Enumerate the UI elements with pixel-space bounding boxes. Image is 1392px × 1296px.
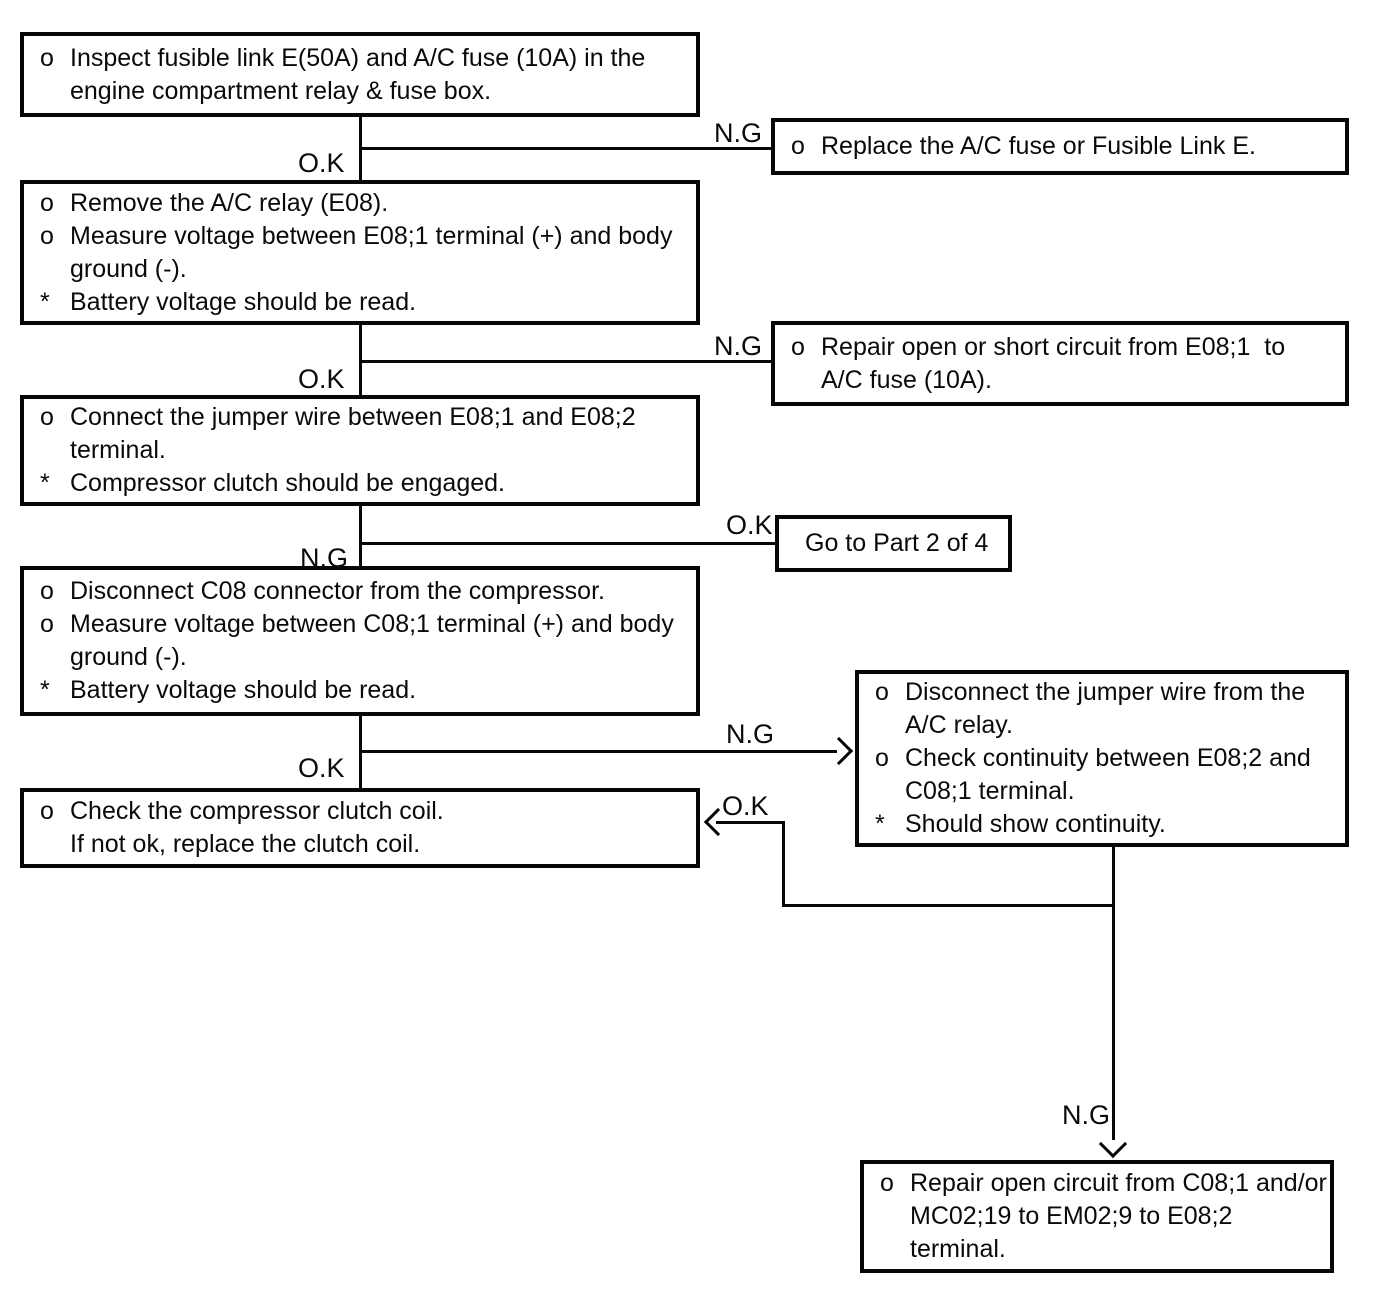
bullet: o [40,188,54,217]
step-text: Compressor clutch should be engaged. [70,469,505,497]
step-line: o Repair open or short circuit from E08;… [791,331,1341,397]
step-line: o Check the compressor clutch coil. If n… [40,795,692,861]
step-line: * Should show continuity. [875,808,1341,841]
label-ok-4: O.K [298,753,345,783]
step-line: o Replace the A/C fuse or Fusible Link E… [791,130,1341,163]
label-ng-3: N.G [300,543,349,573]
label-ng-2: N.G [714,331,763,361]
action-box-repair-e08-fuse: o Repair open or short circuit from E08;… [771,321,1349,406]
label-ok-3: O.K [726,510,773,540]
step-line: o Check continuity between E08;2 and C08… [875,742,1341,808]
connector-v3 [359,506,362,566]
step-text: Repair open or short circuit from E08;1 … [821,332,1286,394]
step-line: o Measure voltage between E08;1 terminal… [40,220,692,286]
bullet: * [40,287,50,316]
step-line: o Disconnect the jumper wire from the A/… [875,676,1341,742]
step-line: o Measure voltage between C08;1 terminal… [40,608,692,674]
connector-h6-ok [716,821,785,824]
step-text: Remove the A/C relay (E08). [70,188,389,217]
step-box-inspect-fuse: o Inspect fusible link E(50A) and A/C fu… [20,32,700,117]
bullet: o [40,797,54,825]
bullet: o [791,132,805,160]
step-text: Should show continuity. [905,810,1166,838]
connector-h2-ng [359,360,771,363]
step-box-remove-relay: o Remove the A/C relay (E08). o Measure … [20,180,700,325]
step-text: Check the compressor clutch coil. If not… [70,797,444,858]
action-box-replace-fuse: o Replace the A/C fuse or Fusible Link E… [771,118,1349,175]
bullet: * [40,469,50,497]
connector-h5-ok [782,904,1115,907]
step-text: Go to Part 2 of 4 [805,529,989,557]
bullet: o [40,610,54,638]
label-ok-2: O.K [298,364,345,394]
step-text: Replace the A/C fuse or Fusible Link E. [821,132,1256,160]
step-line: * Battery voltage should be read. [40,674,692,707]
step-line: o Disconnect C08 connector from the comp… [40,575,692,608]
connector-h4-ng [359,750,837,753]
step-text: Check continuity between E08;2 and C08;1… [905,744,1311,805]
connector-v6-ok [782,821,785,907]
step-text: Repair open circuit from C08;1 and/or MC… [910,1169,1327,1263]
step-box-disconnect-c08: o Disconnect C08 connector from the comp… [20,566,700,716]
step-text: Disconnect C08 connector from the compre… [70,577,605,605]
action-box-goto-part2: Go to Part 2 of 4 [775,515,1012,572]
connector-h3-ok [359,542,776,545]
bullet: o [40,43,54,72]
bullet: o [875,678,889,706]
label-ng-5: N.G [1062,1100,1111,1130]
step-text: Disconnect the jumper wire from the A/C … [905,678,1306,739]
connector-h1-ng [359,147,771,150]
step-line: * Battery voltage should be read. [40,286,692,319]
bullet: * [40,676,50,704]
step-line: * Compressor clutch should be engaged. [40,467,692,500]
bullet: o [40,221,54,250]
step-text: Measure voltage between C08;1 terminal (… [70,610,674,671]
step-line: o Inspect fusible link E(50A) and A/C fu… [40,42,692,108]
step-text: Battery voltage should be read. [70,676,417,704]
bullet: o [40,403,54,431]
step-box-jumper-wire: o Connect the jumper wire between E08;1 … [20,395,700,506]
bullet: o [40,577,54,605]
action-box-repair-open-circuit: o Repair open circuit from C08;1 and/or … [860,1160,1334,1273]
arrowhead-down-icon [1098,1129,1128,1159]
step-box-check-continuity: o Disconnect the jumper wire from the A/… [855,670,1349,847]
step-text: Battery voltage should be read. [70,287,417,316]
step-box-check-clutch-coil: o Check the compressor clutch coil. If n… [20,788,700,868]
step-text: Inspect fusible link E(50A) and A/C fuse… [70,43,646,105]
label-ok-1: O.K [298,148,345,178]
bullet: o [791,332,805,361]
step-line: Go to Part 2 of 4 [805,527,1004,560]
bullet: o [880,1169,894,1197]
label-ng-1: N.G [714,118,763,148]
step-line: o Repair open circuit from C08;1 and/or … [880,1167,1327,1266]
step-line: o Connect the jumper wire between E08;1 … [40,401,692,467]
connector-v5-ng [1112,845,1115,1140]
label-ng-4: N.G [726,719,775,749]
step-text: Measure voltage between E08;1 terminal (… [70,221,673,283]
step-line: o Remove the A/C relay (E08). [40,187,692,220]
label-ok-5: O.K [722,791,769,821]
arrowhead-right-icon [824,736,854,766]
step-text: Connect the jumper wire between E08;1 an… [70,403,636,464]
bullet: * [875,810,885,838]
bullet: o [875,744,889,772]
